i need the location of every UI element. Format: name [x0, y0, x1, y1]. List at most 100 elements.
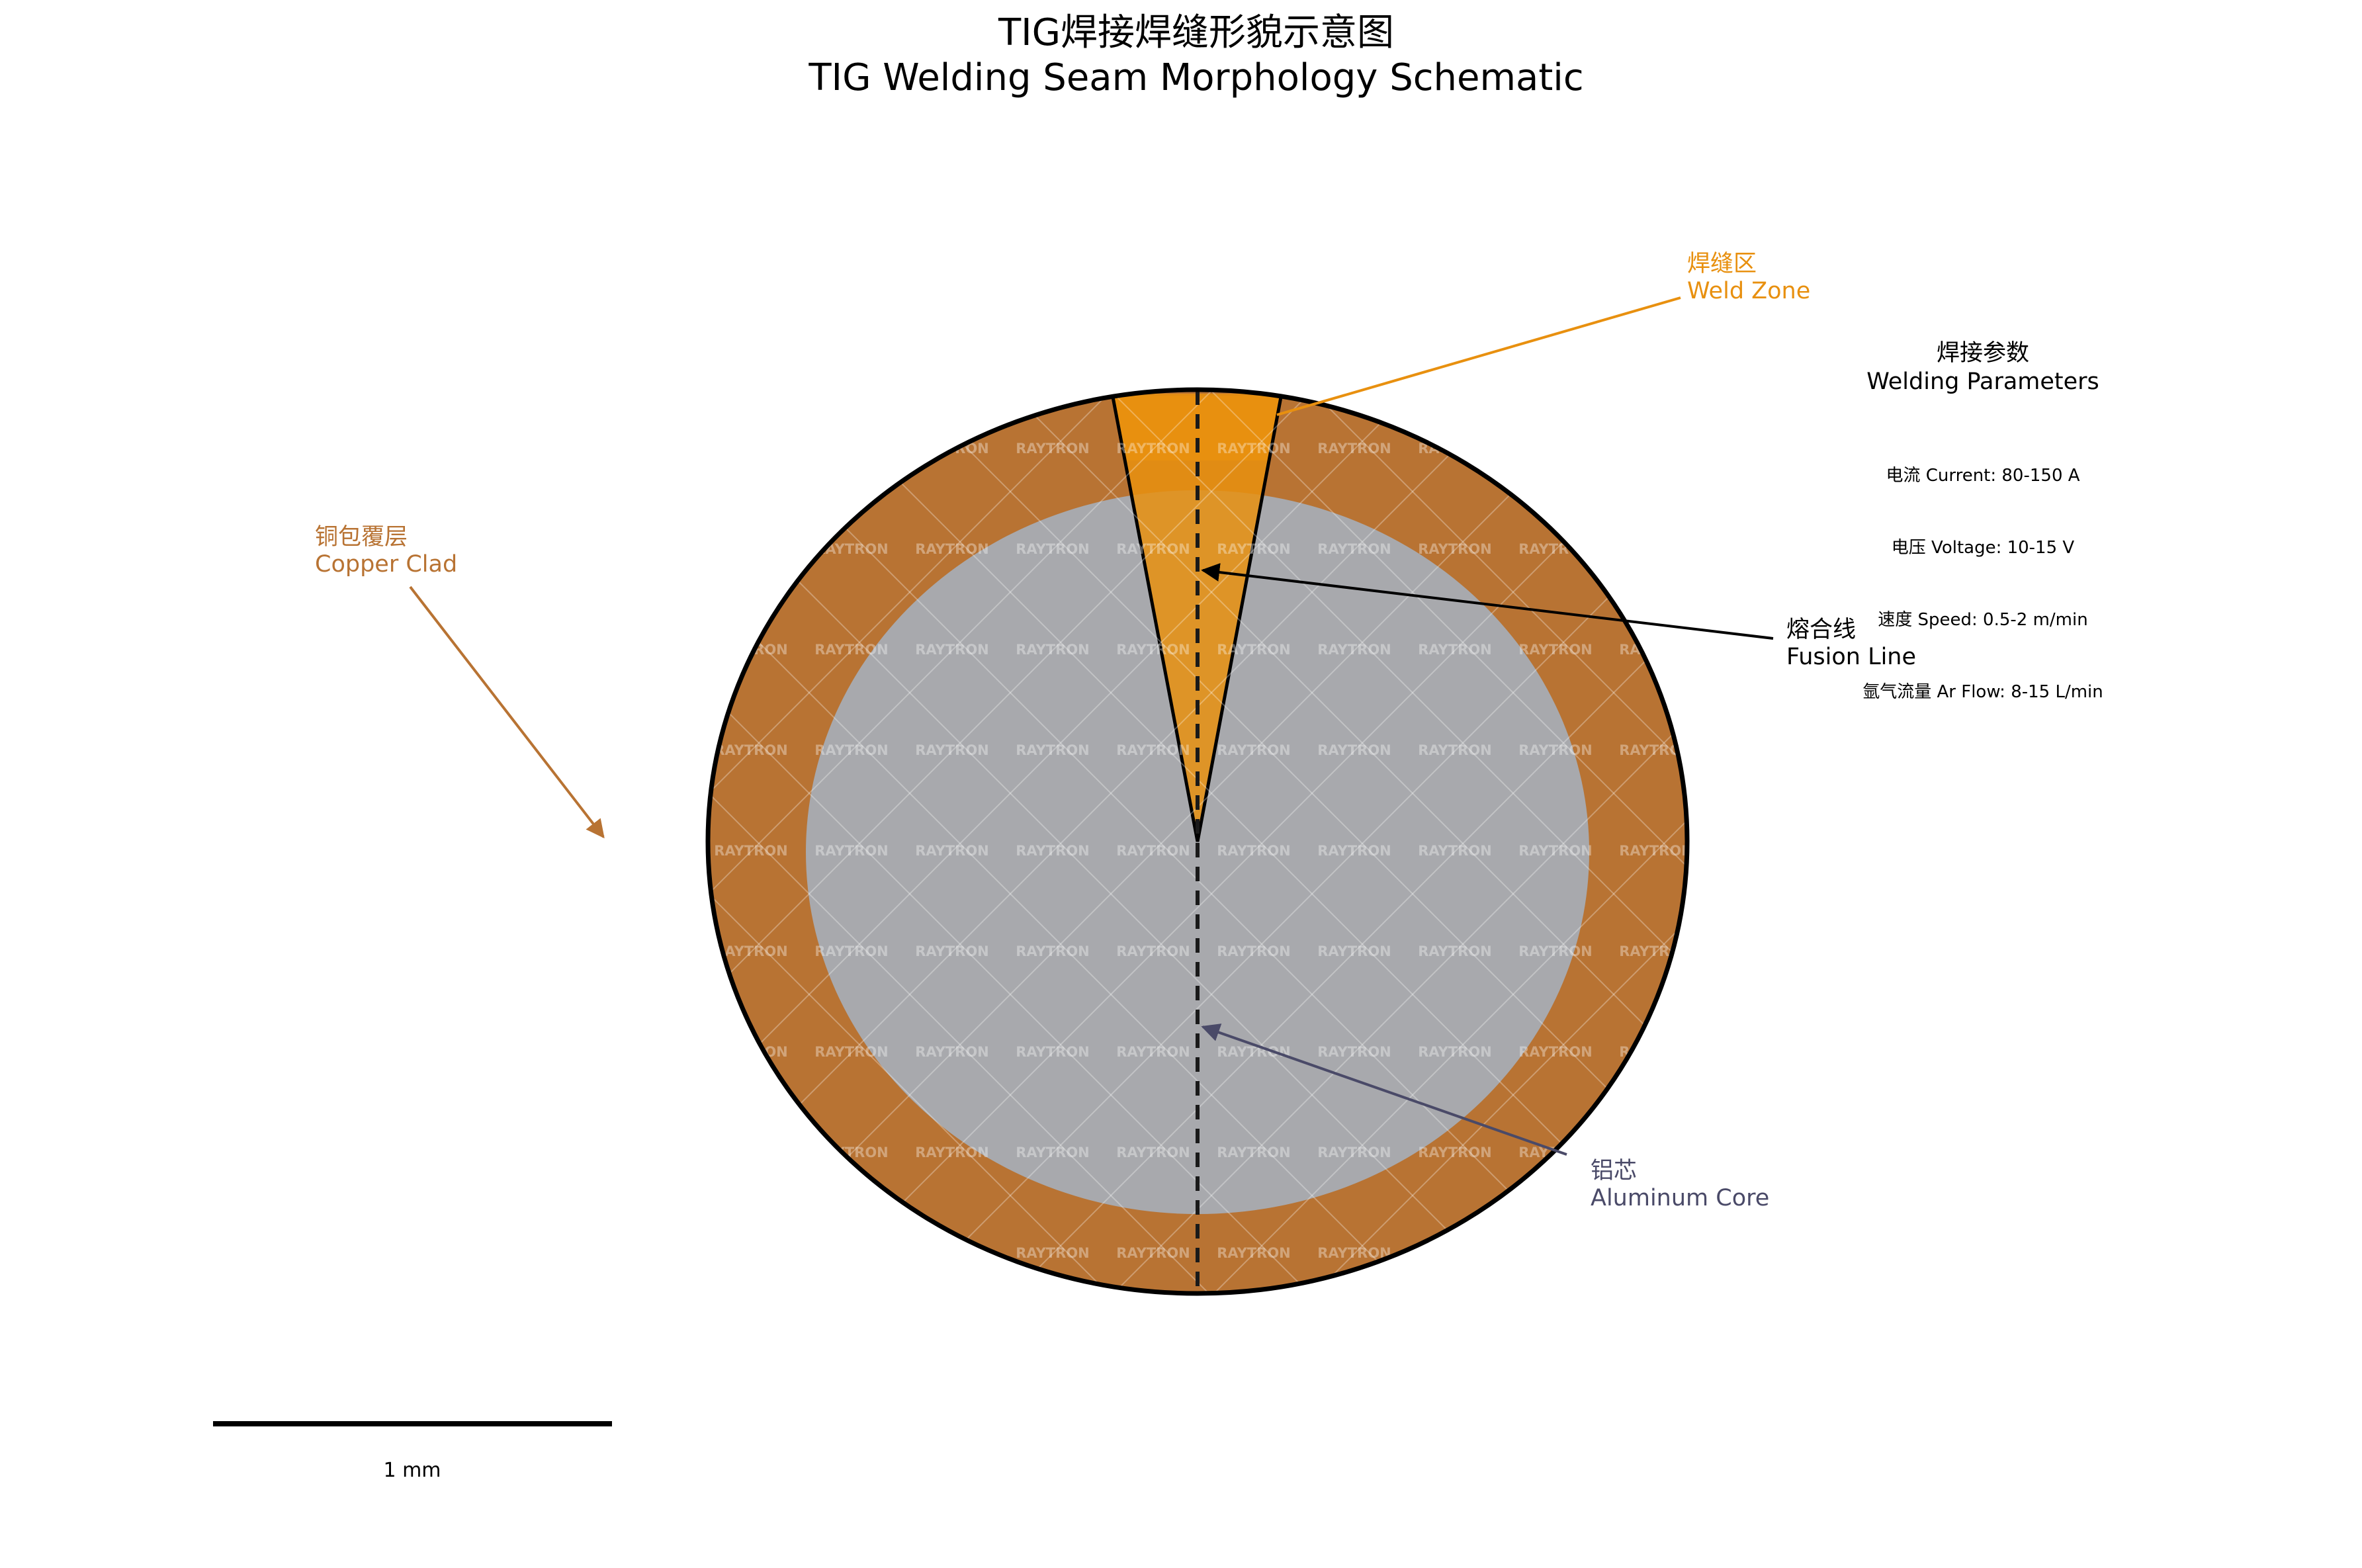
watermark-text: RAYTRON — [814, 642, 889, 658]
watermark-text: RAYTRON — [814, 943, 889, 959]
watermark-text: RAYTRON — [1217, 441, 1291, 457]
watermark-line — [708, 390, 1152, 1293]
watermark-text: RAYTRON — [1518, 642, 1593, 658]
watermark-line — [1673, 390, 1687, 1293]
watermark-line — [1170, 390, 1687, 1293]
watermark-line — [2076, 351, 2362, 1336]
watermark-text: RAYTRON — [1518, 441, 1593, 457]
watermark-line — [1070, 390, 1687, 1293]
watermark-text: RAYTRON — [1217, 642, 1291, 658]
watermark-line — [969, 390, 1687, 1293]
weld-zone-label-en: Weld Zone — [1687, 278, 1810, 304]
watermark-text: RAYTRON — [915, 1145, 989, 1160]
watermark-text: RAYTRON — [1518, 541, 1593, 557]
watermark-text: RAYTRON — [1016, 1245, 1090, 1261]
watermark-text: RAYTRON — [1217, 943, 1291, 959]
weld-zone-outline — [1110, 393, 1284, 842]
watermark-text: RAYTRON — [814, 843, 889, 859]
watermark-text: RAYTRON — [714, 1145, 788, 1160]
watermark-text: RAYTRON — [915, 642, 989, 658]
watermark-line — [708, 390, 1252, 1293]
watermark-text: RAYTRON — [1317, 943, 1391, 959]
aluminum-core-label-zh: 铝芯 — [1591, 1158, 1637, 1184]
watermark-text: RAYTRON — [1619, 1245, 1693, 1261]
watermark-text: RAYTRON — [1518, 843, 1593, 859]
watermark-line — [1170, 390, 1687, 1293]
weld-zone-annotation: 焊缝区 Weld Zone — [1276, 251, 1810, 416]
watermark-text: RAYTRON — [1317, 441, 1391, 457]
watermark-text: RAYTRON — [814, 1245, 889, 1261]
watermark-text: RAYTRON — [714, 843, 788, 859]
watermark-text: RAYTRON — [1016, 642, 1090, 658]
watermark-line — [969, 390, 1687, 1293]
watermark-line — [1070, 390, 1687, 1293]
watermark-text: RAYTRON — [1116, 1044, 1190, 1060]
title-en: TIG Welding Seam Morphology Schematic — [808, 56, 1583, 99]
fusion-line-arrow — [1201, 563, 1774, 640]
watermark-line — [2177, 351, 2362, 1336]
weld-zone-label-zh: 焊缝区 — [1687, 251, 1757, 277]
watermark-line — [708, 390, 1353, 1293]
copper-clad-label-en: Copper Clad — [315, 551, 457, 578]
parameter-item-ar-flow: 氩气流量 Ar Flow: 8-15 L/min — [1862, 682, 2103, 702]
watermark-text: RAYTRON — [1116, 742, 1190, 758]
parameters-title-en: Welding Parameters — [1866, 369, 2099, 395]
watermark-line — [1271, 390, 1687, 1293]
watermark-text: RAYTRON — [1518, 1245, 1593, 1261]
watermark-line — [1774, 351, 2362, 1336]
watermark-line — [869, 390, 1687, 1293]
watermark-text: RAYTRON — [1317, 1145, 1391, 1160]
watermark-text: RAYTRON — [1116, 1145, 1190, 1160]
watermark-text: RAYTRON — [714, 441, 788, 457]
watermark-text: RAYTRON — [1116, 541, 1190, 557]
watermark-line — [869, 390, 1687, 1293]
watermark-text: RAYTRON — [1016, 541, 1090, 557]
fusion-line-label-zh: 熔合线 — [1786, 617, 1856, 643]
watermark-text: RAYTRON — [714, 742, 788, 758]
watermark-text: RAYTRON — [1116, 642, 1190, 658]
watermark-text: RAYTRON — [1217, 1044, 1291, 1060]
watermark-text: RAYTRON — [1518, 1044, 1593, 1060]
watermark-line — [1976, 351, 2362, 1336]
watermark-line — [1673, 390, 1687, 1293]
watermark-text: RAYTRON — [714, 1245, 788, 1261]
watermark-line — [1271, 390, 1687, 1293]
outer-outline — [705, 387, 1690, 1296]
parameters-title-zh: 焊接参数 — [1937, 340, 2029, 367]
parameter-item-speed: 速度 Speed: 0.5-2 m/min — [1878, 610, 2087, 630]
watermark-text: RAYTRON — [1116, 1245, 1190, 1261]
watermark-text: RAYTRON — [1418, 642, 1492, 658]
aluminum-core-annotation: 铝芯 Aluminum Core — [1201, 1024, 1769, 1211]
watermark-text: RAYTRON — [1317, 642, 1391, 658]
watermark-text: RAYTRON — [915, 943, 989, 959]
watermark-texts: RAYTRON RAYTRON RAYTRON RAYTRON RAYTRON RAYTR… — [714, 441, 1693, 1261]
watermark-text: RAYTRON — [1619, 642, 1693, 658]
watermark-text: RAYTRON — [1217, 541, 1291, 557]
watermark-text: RAYTRON — [1217, 742, 1291, 758]
watermark-text: RAYTRON — [1016, 441, 1090, 457]
watermark-text: RAYTRON — [814, 742, 889, 758]
fusion-line-label-en: Fusion Line — [1786, 644, 1916, 670]
watermark-line — [1774, 351, 2362, 1336]
watermark-text: RAYTRON — [1016, 943, 1090, 959]
watermark-text: RAYTRON — [1619, 441, 1693, 457]
aluminum-core-label-en: Aluminum Core — [1591, 1185, 1769, 1211]
welding-parameters-panel: 焊接参数 Welding Parameters 电流 Current: 80-1… — [1862, 340, 2103, 702]
copper-clad-arrow — [409, 586, 605, 839]
watermark-text: RAYTRON — [1418, 541, 1492, 557]
watermark-text: RAYTRON — [1317, 742, 1391, 758]
watermark-text: RAYTRON — [1016, 843, 1090, 859]
watermark-text: RAYTRON — [915, 541, 989, 557]
watermark-line — [2177, 351, 2362, 1336]
title-zh: TIG焊接焊缝形貌示意图 — [998, 11, 1394, 54]
watermark-text: RAYTRON — [1418, 742, 1492, 758]
watermark-text: RAYTRON — [714, 541, 788, 557]
watermark-line — [708, 390, 1454, 1293]
watermark-text: RAYTRON — [1418, 1044, 1492, 1060]
weld-zone-leader — [1276, 296, 1681, 416]
watermark-text: RAYTRON — [814, 1145, 889, 1160]
watermark-text: RAYTRON — [1619, 742, 1693, 758]
watermark-text: RAYTRON — [1317, 1245, 1391, 1261]
